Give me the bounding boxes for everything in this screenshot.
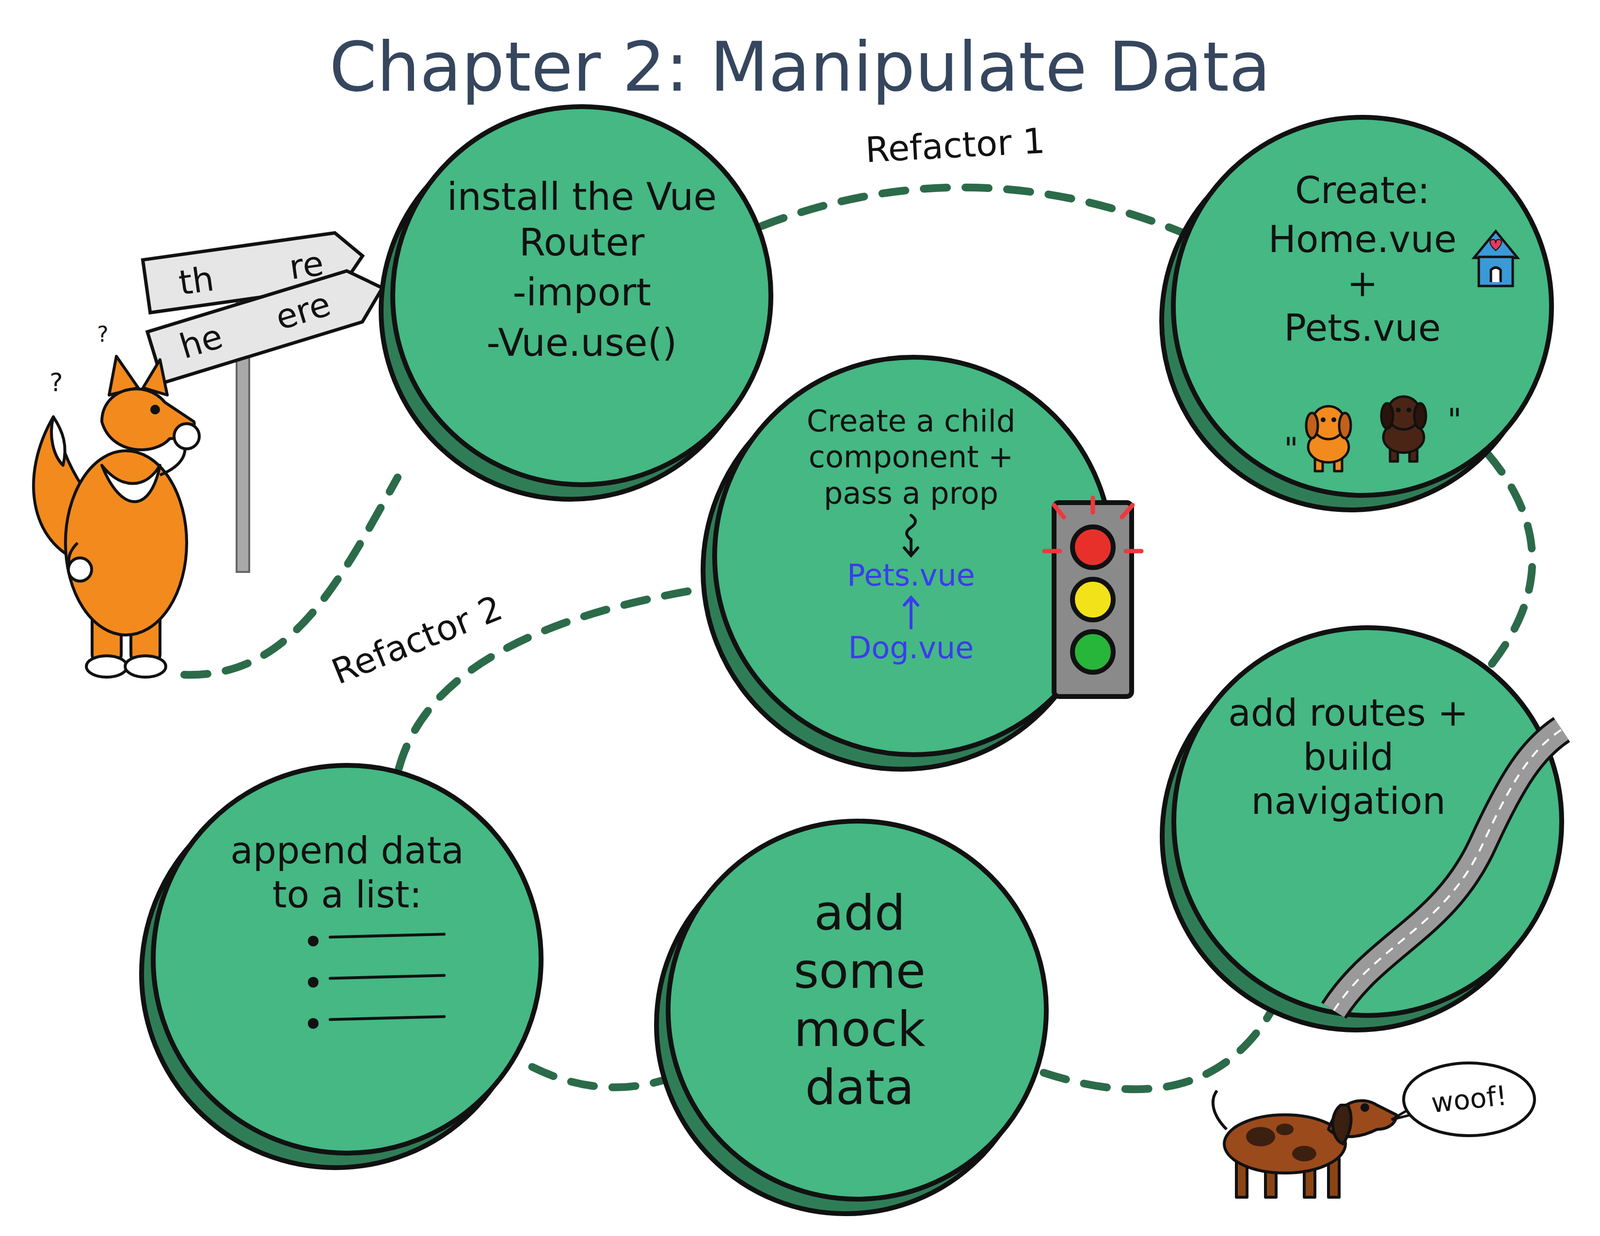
bullet-line bbox=[330, 975, 445, 979]
drawing-g bbox=[1054, 502, 1132, 697]
drawing-g bbox=[1044, 497, 1142, 552]
drawing-path bbox=[1213, 1090, 1227, 1130]
up-arrow bbox=[904, 597, 918, 629]
step-text: Dog.vue bbox=[775, 630, 1047, 667]
dog bbox=[1213, 1090, 1397, 1198]
drawing-circle bbox=[1173, 117, 1552, 496]
step-text: Create: bbox=[1236, 168, 1489, 213]
text-box: install the Vue Router-import-Vue.use() bbox=[446, 174, 718, 366]
drawing-circle bbox=[151, 406, 159, 414]
text-box: add some mock data bbox=[779, 884, 940, 1118]
bullet-line bbox=[330, 934, 445, 938]
drawing-ellipse bbox=[125, 656, 166, 678]
circle-outline bbox=[153, 765, 542, 1154]
drawing-line bbox=[1125, 549, 1142, 554]
dashed-connector bbox=[517, 1059, 676, 1088]
step-circle: Create:Home.vue+Pets.vue bbox=[1173, 117, 1552, 496]
step-text: Pets.vue bbox=[775, 557, 1047, 594]
drawing-circle bbox=[1395, 407, 1401, 413]
note-label: re bbox=[287, 244, 326, 287]
bullet-line bbox=[330, 1016, 445, 1020]
step-circle: add some mock data bbox=[668, 821, 1047, 1200]
bullet-dot bbox=[307, 976, 319, 988]
drawing-circle bbox=[1072, 631, 1114, 673]
text-box: append data to a list: bbox=[225, 828, 469, 917]
bullet-dot bbox=[307, 935, 319, 947]
drawing-circle bbox=[1072, 527, 1114, 568]
drawing-line bbox=[1121, 505, 1133, 518]
step-text: -import bbox=[446, 270, 718, 316]
dashed-connector bbox=[761, 187, 1184, 234]
dashed-connector bbox=[1040, 998, 1279, 1090]
drawing-line bbox=[1054, 505, 1064, 518]
note-label: th bbox=[176, 260, 217, 303]
drawing-ellipse bbox=[1306, 413, 1318, 439]
drawing-circle bbox=[1320, 417, 1326, 423]
drawing-circle bbox=[1331, 417, 1337, 423]
drawing-ellipse bbox=[86, 656, 128, 678]
drawing-g bbox=[1473, 231, 1518, 287]
squiggle-arrow bbox=[904, 515, 918, 556]
drawing-ellipse bbox=[1276, 1123, 1294, 1136]
step-circle: add routes + build navigation bbox=[1173, 627, 1562, 1016]
text-box: add routes + build navigation bbox=[1227, 690, 1470, 824]
drawing-path bbox=[51, 416, 65, 466]
step-text: + bbox=[1236, 261, 1489, 306]
step-text: add routes + build navigation bbox=[1227, 690, 1470, 824]
note-label: ? bbox=[96, 322, 109, 347]
step-text: add some mock data bbox=[779, 884, 940, 1118]
step-text: Create a child component + pass a prop bbox=[775, 403, 1047, 512]
bullet-dot bbox=[307, 1018, 319, 1029]
note-label: ? bbox=[49, 368, 64, 397]
step-text: -Vue.use() bbox=[446, 320, 718, 367]
drawing-ellipse bbox=[65, 450, 187, 636]
drawing-circle bbox=[668, 821, 1047, 1200]
step-text: install the Vue Router bbox=[446, 174, 718, 266]
drawing-line bbox=[1090, 497, 1096, 513]
drawing-circle bbox=[392, 106, 771, 485]
drawing-circle bbox=[1406, 407, 1412, 413]
fox bbox=[33, 356, 200, 678]
drawing-g bbox=[1381, 396, 1426, 462]
drawing-path bbox=[101, 465, 160, 502]
step-circle: Create a child component + pass a propPe… bbox=[714, 357, 1113, 755]
drawing-line bbox=[1044, 549, 1060, 554]
drawing-circle bbox=[153, 765, 542, 1154]
drawing-circle bbox=[1173, 627, 1562, 1016]
drawing-path bbox=[1332, 1105, 1352, 1145]
drawing-polygon bbox=[1473, 231, 1518, 258]
drawing-ellipse bbox=[1246, 1127, 1276, 1147]
drawing-rect bbox=[1054, 502, 1132, 697]
drawing-ellipse bbox=[1292, 1146, 1317, 1162]
title: Chapter 2: Manipulate Data bbox=[0, 26, 1600, 109]
drawing-path bbox=[1490, 267, 1501, 283]
step-circle: append data to a list: bbox=[153, 765, 542, 1154]
drawing-ellipse bbox=[1403, 1063, 1535, 1136]
drawing-circle bbox=[1072, 579, 1114, 621]
drawing-circle bbox=[1361, 1104, 1368, 1111]
drawing-g bbox=[1306, 406, 1351, 472]
speech-bubble bbox=[1391, 1063, 1535, 1136]
note-label: " bbox=[1283, 432, 1298, 466]
drawing-ellipse bbox=[1414, 403, 1426, 429]
drawing-ellipse bbox=[1339, 413, 1351, 439]
drawing-ellipse bbox=[1224, 1115, 1346, 1174]
step-text: Pets.vue bbox=[1236, 305, 1489, 351]
step-text: Home.vue bbox=[1236, 217, 1489, 262]
drawing-ellipse bbox=[1381, 403, 1393, 429]
drawing-circle bbox=[174, 423, 200, 449]
edge-label: Refactor 1 bbox=[858, 118, 1053, 173]
text-box: Create a child component + pass a propPe… bbox=[775, 403, 1047, 667]
drawing-circle bbox=[68, 558, 92, 582]
dashed-connector bbox=[1487, 453, 1533, 667]
drawing-path bbox=[1489, 239, 1502, 251]
text-box: Create:Home.vue+Pets.vue bbox=[1236, 168, 1489, 351]
note-label: " bbox=[1447, 402, 1462, 437]
edge-label: Refactor 2 bbox=[320, 583, 514, 697]
step-text: append data to a list: bbox=[225, 828, 469, 917]
step-circle: install the Vue Router-import-Vue.use() bbox=[392, 106, 771, 485]
drawing-rect bbox=[1478, 256, 1513, 287]
